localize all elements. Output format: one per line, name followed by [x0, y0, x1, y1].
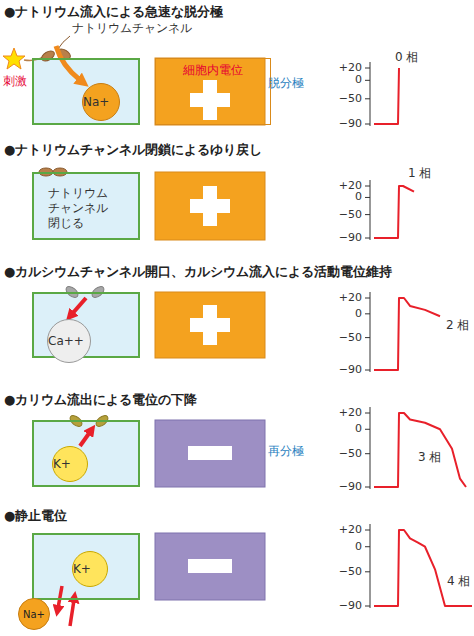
- axis-value: 0: [355, 540, 362, 553]
- axis-value: +20: [339, 524, 362, 537]
- row-heading: ●ナトリウムチャンネル閉鎖によるゆり戻し: [4, 143, 262, 158]
- axis-tick: [365, 413, 370, 414]
- axis-value: −90: [339, 364, 362, 377]
- axis-value: −50: [339, 92, 362, 105]
- axis-value: −50: [339, 208, 362, 221]
- axis-value: 0: [355, 74, 362, 87]
- axis-tick: [365, 298, 370, 299]
- axis-tick: [365, 337, 370, 338]
- potential-curve: [374, 413, 466, 487]
- pump-arrow-out: [58, 586, 62, 608]
- axis-tick: [365, 606, 370, 607]
- leader-line: [58, 36, 70, 49]
- ion-circle: Ca++: [47, 319, 91, 363]
- pump-arrow-in: [70, 600, 74, 626]
- node-text: K+: [73, 562, 107, 577]
- calcium-influx-arrow: [72, 298, 86, 314]
- axis-tick: [365, 571, 370, 572]
- ion-circle: Na+: [18, 598, 50, 630]
- axis-line: [370, 524, 371, 608]
- cell-box: K+: [32, 420, 140, 487]
- axis-tick: [365, 487, 370, 488]
- axis-tick: [365, 68, 370, 69]
- row-heading: ●静止電位: [4, 509, 67, 524]
- axis-value: −50: [339, 447, 362, 460]
- axis-value: 0: [355, 423, 362, 436]
- axis-line: [370, 407, 371, 489]
- row-heading: ●カルシウムチャンネル開口、カルシウム流入による活動電位維持: [4, 265, 392, 280]
- phase-label: 3 相: [418, 451, 441, 465]
- potassium-efflux-arrow: [80, 432, 90, 446]
- axis-value: −90: [339, 481, 362, 494]
- axis-value: 0: [355, 191, 362, 204]
- axis-value: −50: [339, 565, 362, 578]
- potential-curve: [374, 298, 440, 370]
- action-potential-chart: [365, 407, 466, 489]
- phase-label: 2 相: [446, 319, 469, 333]
- action-potential-chart: [365, 524, 472, 608]
- ion-circle: K+: [52, 446, 88, 482]
- stimulus-star: [3, 48, 25, 69]
- row-heading: ●カリウム流出による電位の下降: [4, 393, 197, 408]
- node-text: 細胞内電位: [156, 62, 270, 79]
- row-heading: ●ナトリウム流入による急速な脱分極: [4, 5, 223, 20]
- part-name: ナトリウムチャンネル: [72, 22, 192, 36]
- axis-tick: [365, 124, 370, 125]
- sodium-influx-arrow: [56, 46, 80, 80]
- stimulus-label: 刺激: [3, 75, 27, 89]
- axis-value: 0: [355, 308, 362, 321]
- action-potential-chart: [365, 292, 440, 372]
- potential-curve: [374, 68, 399, 124]
- potential-box: 細胞内電位: [155, 58, 271, 125]
- cell-box: ナトリウム チャンネル 閉じる: [32, 172, 140, 240]
- axis-value: +20: [339, 292, 362, 305]
- axis-tick: [365, 429, 370, 430]
- node-text: K+: [53, 457, 87, 472]
- ion-circle: Na+: [82, 83, 120, 121]
- action-potential-chart: [365, 62, 399, 126]
- action-potential-chart: [365, 180, 414, 240]
- axis-line: [370, 180, 371, 240]
- axis-tick: [365, 98, 370, 99]
- cell-box: Na+: [32, 58, 140, 125]
- state-label: 脱分極: [268, 77, 304, 91]
- axis-value: −90: [339, 232, 362, 245]
- axis-tick: [365, 370, 370, 371]
- axis-tick: [365, 214, 370, 215]
- axis-value: −50: [339, 331, 362, 344]
- axis-value: −90: [339, 600, 362, 613]
- axis-line: [370, 292, 371, 372]
- state-label: 再分極: [268, 445, 304, 459]
- node-text: Na+: [23, 609, 45, 620]
- node-text: ナトリウム チャンネル 閉じる: [48, 186, 112, 231]
- ion-circle: K+: [72, 551, 108, 587]
- axis-line: [370, 62, 371, 126]
- axis-value: −90: [339, 118, 362, 131]
- axis-value: +20: [339, 407, 362, 420]
- axis-tick: [365, 197, 370, 198]
- axis-tick: [365, 313, 370, 314]
- cell-box: Ca++: [32, 292, 140, 358]
- node-text: Ca++: [48, 334, 90, 349]
- axis-tick: [365, 546, 370, 547]
- phase-label: 1 相: [408, 167, 431, 181]
- axis-tick: [365, 453, 370, 454]
- axis-tick: [365, 80, 370, 81]
- axis-tick: [365, 238, 370, 239]
- axis-tick: [365, 186, 370, 187]
- potential-curve: [374, 530, 472, 606]
- axis-value: +20: [339, 62, 362, 75]
- phase-label: 4 相: [447, 575, 470, 589]
- node-text: Na+: [83, 95, 119, 110]
- potential-box: [155, 58, 265, 600]
- potential-curve: [374, 186, 414, 238]
- axis-tick: [365, 530, 370, 531]
- phase-label: 0 相: [395, 51, 418, 65]
- cell-box: K+: [32, 533, 140, 600]
